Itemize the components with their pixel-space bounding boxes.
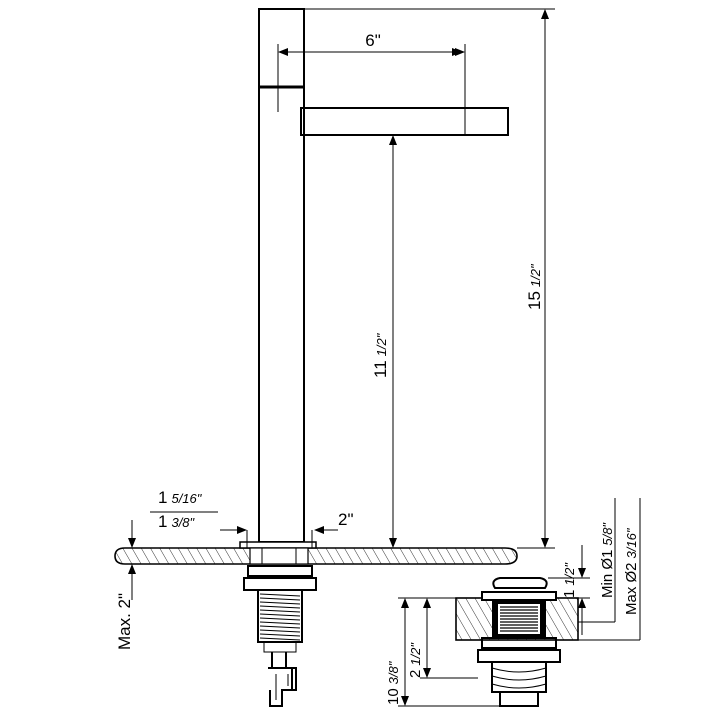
label-drain-height: 11/2" xyxy=(561,562,578,598)
label-max-hole: Max Ø23/16" xyxy=(623,527,640,615)
dimension-lines xyxy=(128,8,641,707)
label-min-hole: Min Ø15/8" xyxy=(599,522,616,598)
label-drain-total: 103/8" xyxy=(385,660,402,705)
deck-section xyxy=(114,541,518,565)
label-spout-reach: 6" xyxy=(365,31,381,50)
threaded-shank xyxy=(243,565,317,707)
deck-plate xyxy=(114,547,518,565)
label-spout-height: 111/2" xyxy=(371,332,390,378)
label-drain-depth: 21/2" xyxy=(407,642,424,678)
faucet-spout xyxy=(300,107,509,136)
faucet-column xyxy=(258,8,305,543)
drain-assembly xyxy=(455,577,579,707)
base-flange xyxy=(239,541,317,549)
label-max-deck: Max. 2" xyxy=(115,593,134,650)
drain-cap xyxy=(492,577,548,589)
label-base-offset: 2" xyxy=(338,510,354,529)
faucet-body xyxy=(258,8,509,543)
mount-gasket xyxy=(249,547,309,565)
label-overall-height: 151/2" xyxy=(525,263,544,310)
